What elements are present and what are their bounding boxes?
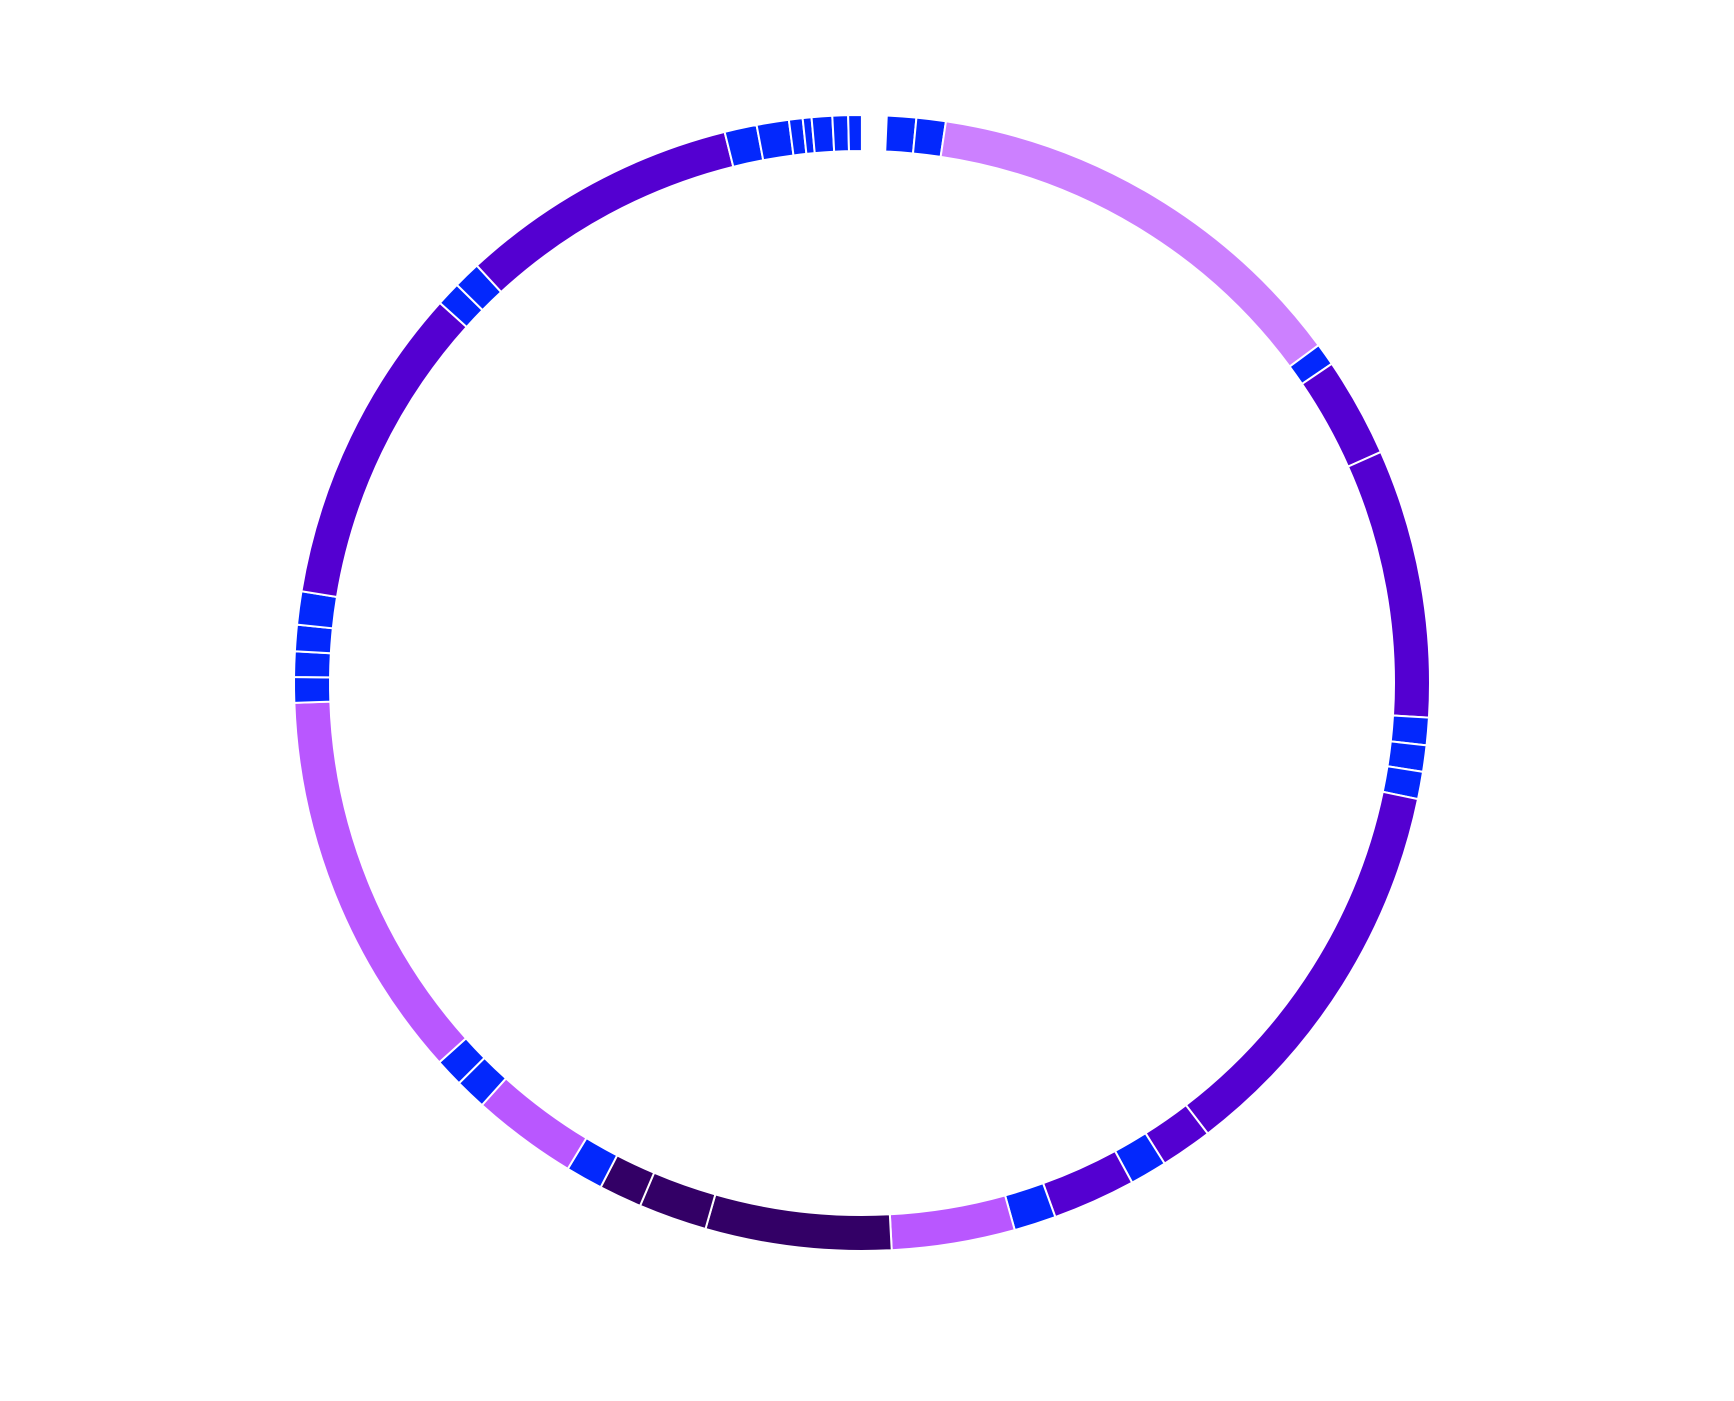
ring-segment-33 bbox=[755, 118, 795, 162]
ring-segments bbox=[293, 113, 1431, 1252]
ring-segment-23 bbox=[293, 700, 468, 1064]
ring-segment-24 bbox=[293, 676, 332, 704]
ring-segment-16 bbox=[704, 1193, 893, 1252]
ring-segment-25 bbox=[293, 650, 332, 679]
ring-segment-28 bbox=[300, 301, 469, 599]
ring-segment-31 bbox=[475, 130, 735, 294]
ring-segment-36 bbox=[810, 114, 836, 155]
ring-segment-20 bbox=[480, 1076, 588, 1171]
ring-segment-13 bbox=[1041, 1149, 1134, 1219]
ring-segment-7 bbox=[1389, 714, 1430, 747]
ring-segment-10 bbox=[1184, 790, 1420, 1136]
ring-segment-1 bbox=[884, 114, 918, 155]
ring-segment-15 bbox=[888, 1194, 1016, 1252]
ring-segment-3 bbox=[939, 120, 1320, 368]
ring-segment-37 bbox=[831, 114, 851, 153]
ring-segment-26 bbox=[293, 623, 334, 655]
ring-segment-6 bbox=[1346, 450, 1431, 719]
ring-segment-38 bbox=[847, 113, 863, 153]
ring-segment-5 bbox=[1300, 362, 1383, 468]
